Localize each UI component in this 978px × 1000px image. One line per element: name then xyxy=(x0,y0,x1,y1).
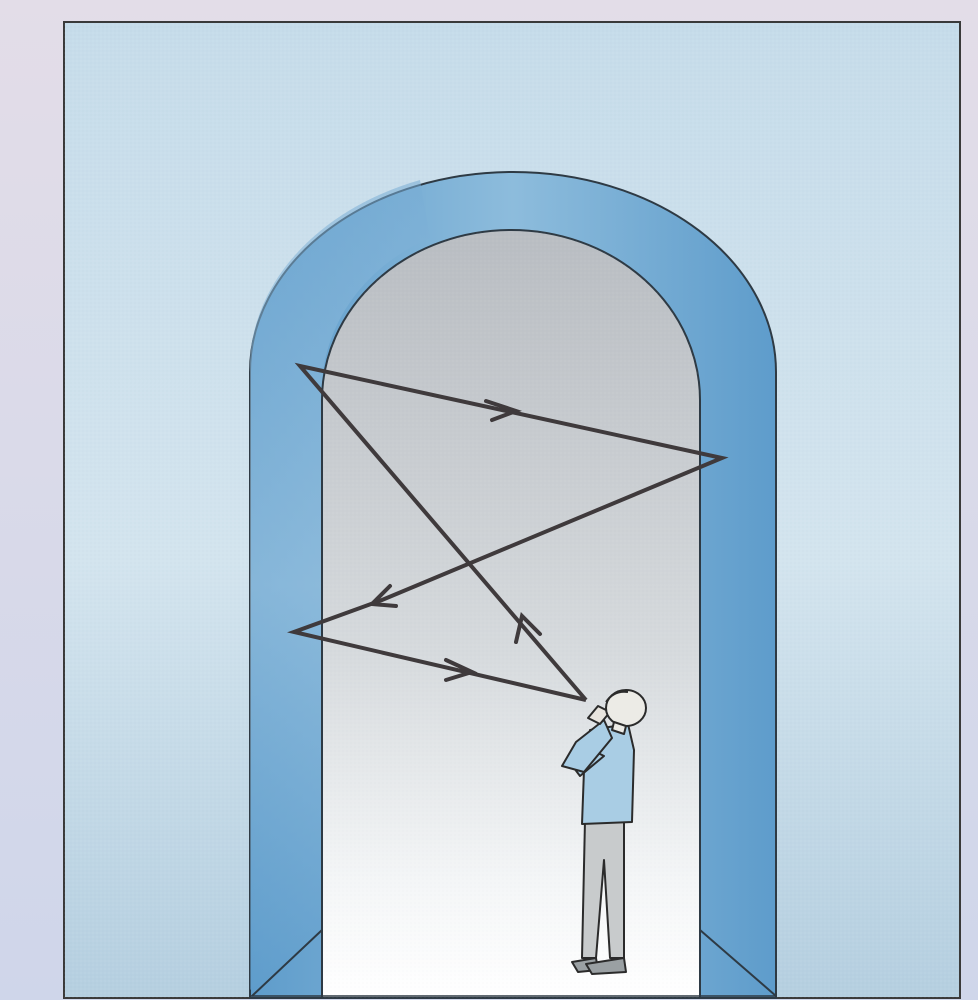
echo-arch-diagram xyxy=(0,0,978,1000)
figure-root xyxy=(0,0,978,1000)
